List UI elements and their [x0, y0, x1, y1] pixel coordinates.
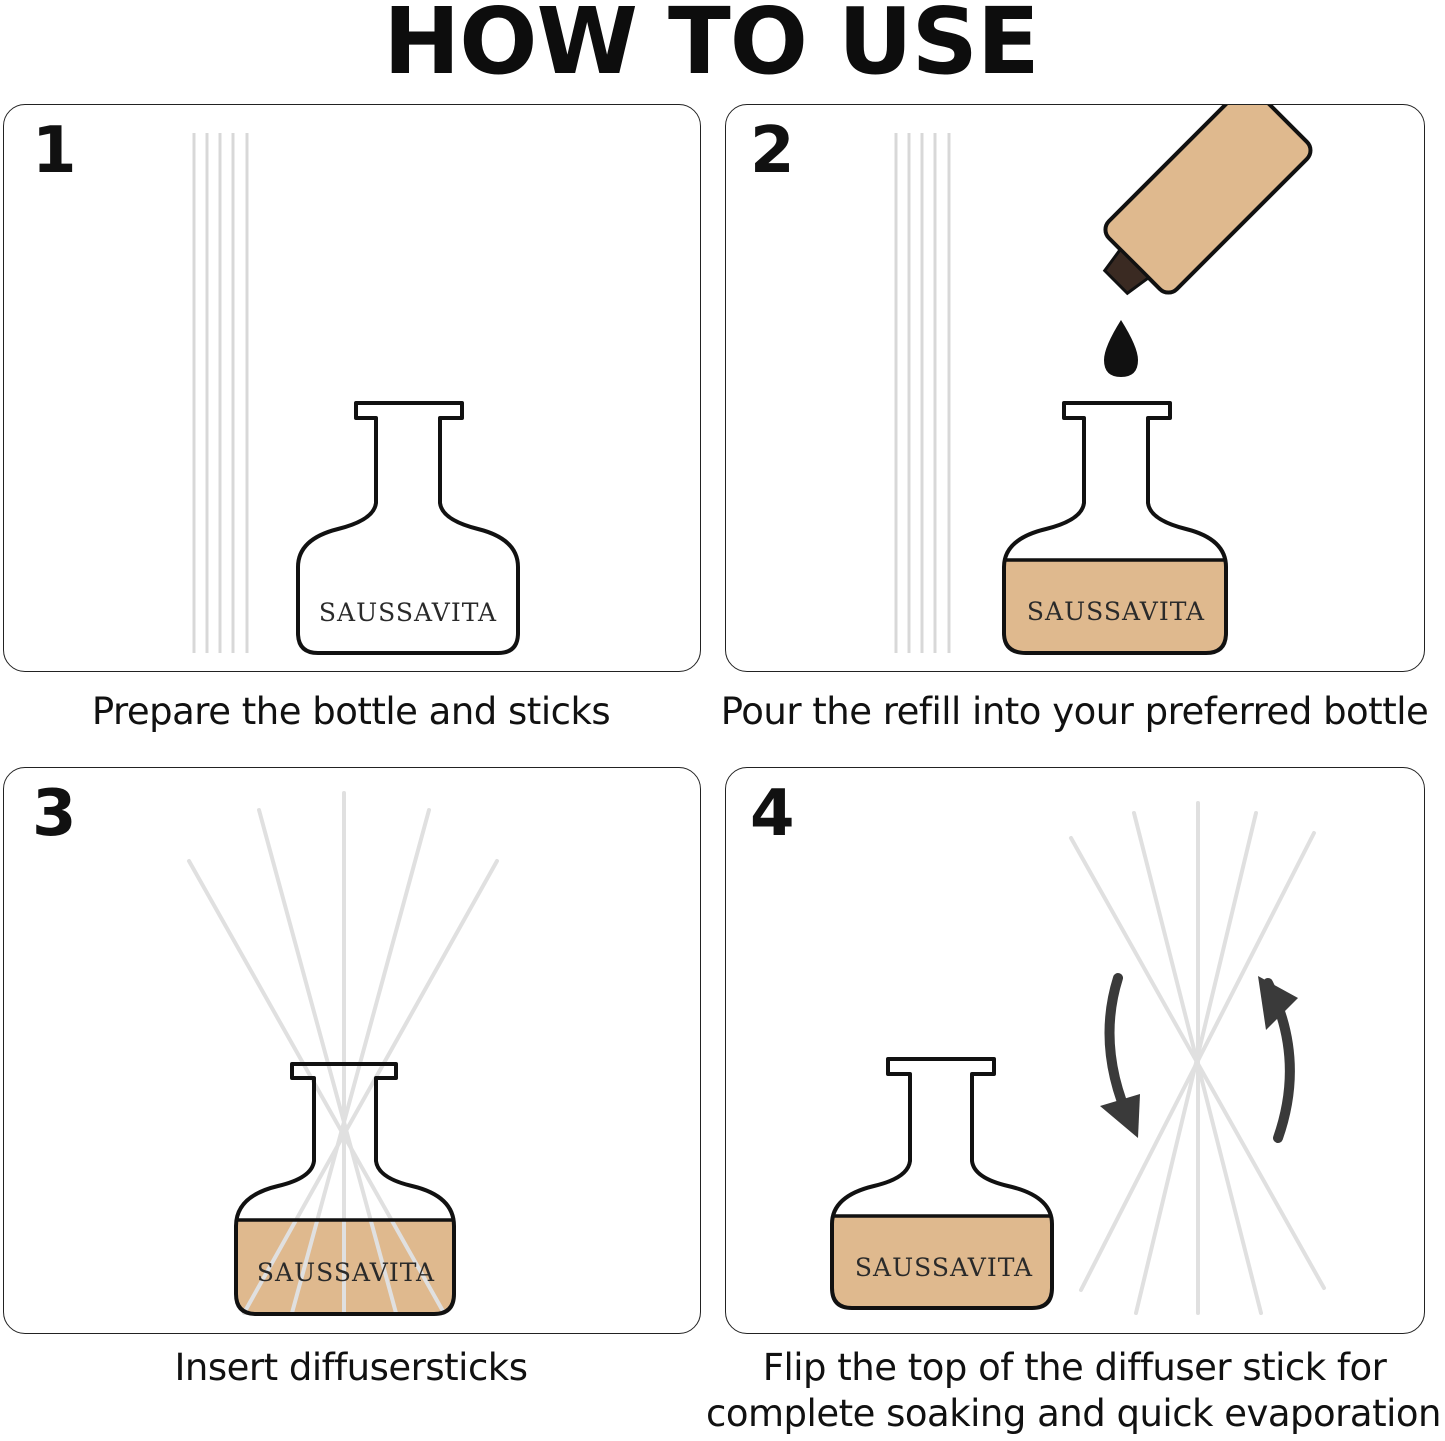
rotate-arrow-left-icon [1100, 973, 1140, 1138]
step-2-illustration: SAUSSAVITA [894, 105, 1313, 655]
step-4-illustration: SAUSSAVITA [830, 801, 1326, 1315]
filled-bottle-icon: SAUSSAVITA [830, 1057, 1054, 1310]
step-4-panel: 4 SAUSSAVITA [725, 767, 1425, 1334]
step-3-caption: Insert diffusersticks [174, 1346, 528, 1389]
step-4-caption-line-1: Flip the top of the diffuser stick for [762, 1346, 1387, 1389]
refill-bottle-icon [1102, 105, 1313, 296]
step-2-caption: Pour the refill into your preferred bott… [720, 690, 1429, 733]
step-3-panel: 3 SAUSSAVITA [3, 767, 701, 1334]
page-title: HOW TO USE [383, 0, 1040, 95]
step-4-caption-line-2: complete soaking and quick evaporation [706, 1392, 1441, 1435]
step-2-panel: 2 SAUSSAVITA [725, 104, 1425, 672]
bottle-brand-label: SAUSSAVITA [319, 598, 497, 627]
bottle-brand-label: SAUSSAVITA [1027, 597, 1205, 626]
diffuser-sticks-bundle [894, 133, 951, 653]
step-1-caption: Prepare the bottle and sticks [91, 690, 611, 733]
empty-bottle-icon: SAUSSAVITA [296, 401, 520, 655]
step-1-number: 1 [32, 114, 77, 188]
step-3-number: 3 [32, 777, 77, 851]
step-4-number: 4 [750, 777, 795, 851]
rotate-arrow-right-icon [1258, 976, 1298, 1143]
step-1-panel: 1 SAUSSAVITA [3, 104, 701, 672]
diffuser-sticks-bundle [192, 133, 249, 653]
step-3-illustration: SAUSSAVITA [187, 791, 499, 1316]
filled-bottle-icon: SAUSSAVITA [1002, 401, 1228, 655]
flipped-sticks-fan [1069, 801, 1326, 1315]
drop-icon [1104, 320, 1138, 377]
step-2-number: 2 [750, 114, 795, 188]
bottle-brand-label: SAUSSAVITA [257, 1258, 435, 1287]
diffuser-sticks-fan [187, 791, 499, 1315]
bottle-brand-label: SAUSSAVITA [855, 1253, 1033, 1282]
step-1-illustration: SAUSSAVITA [192, 133, 520, 655]
